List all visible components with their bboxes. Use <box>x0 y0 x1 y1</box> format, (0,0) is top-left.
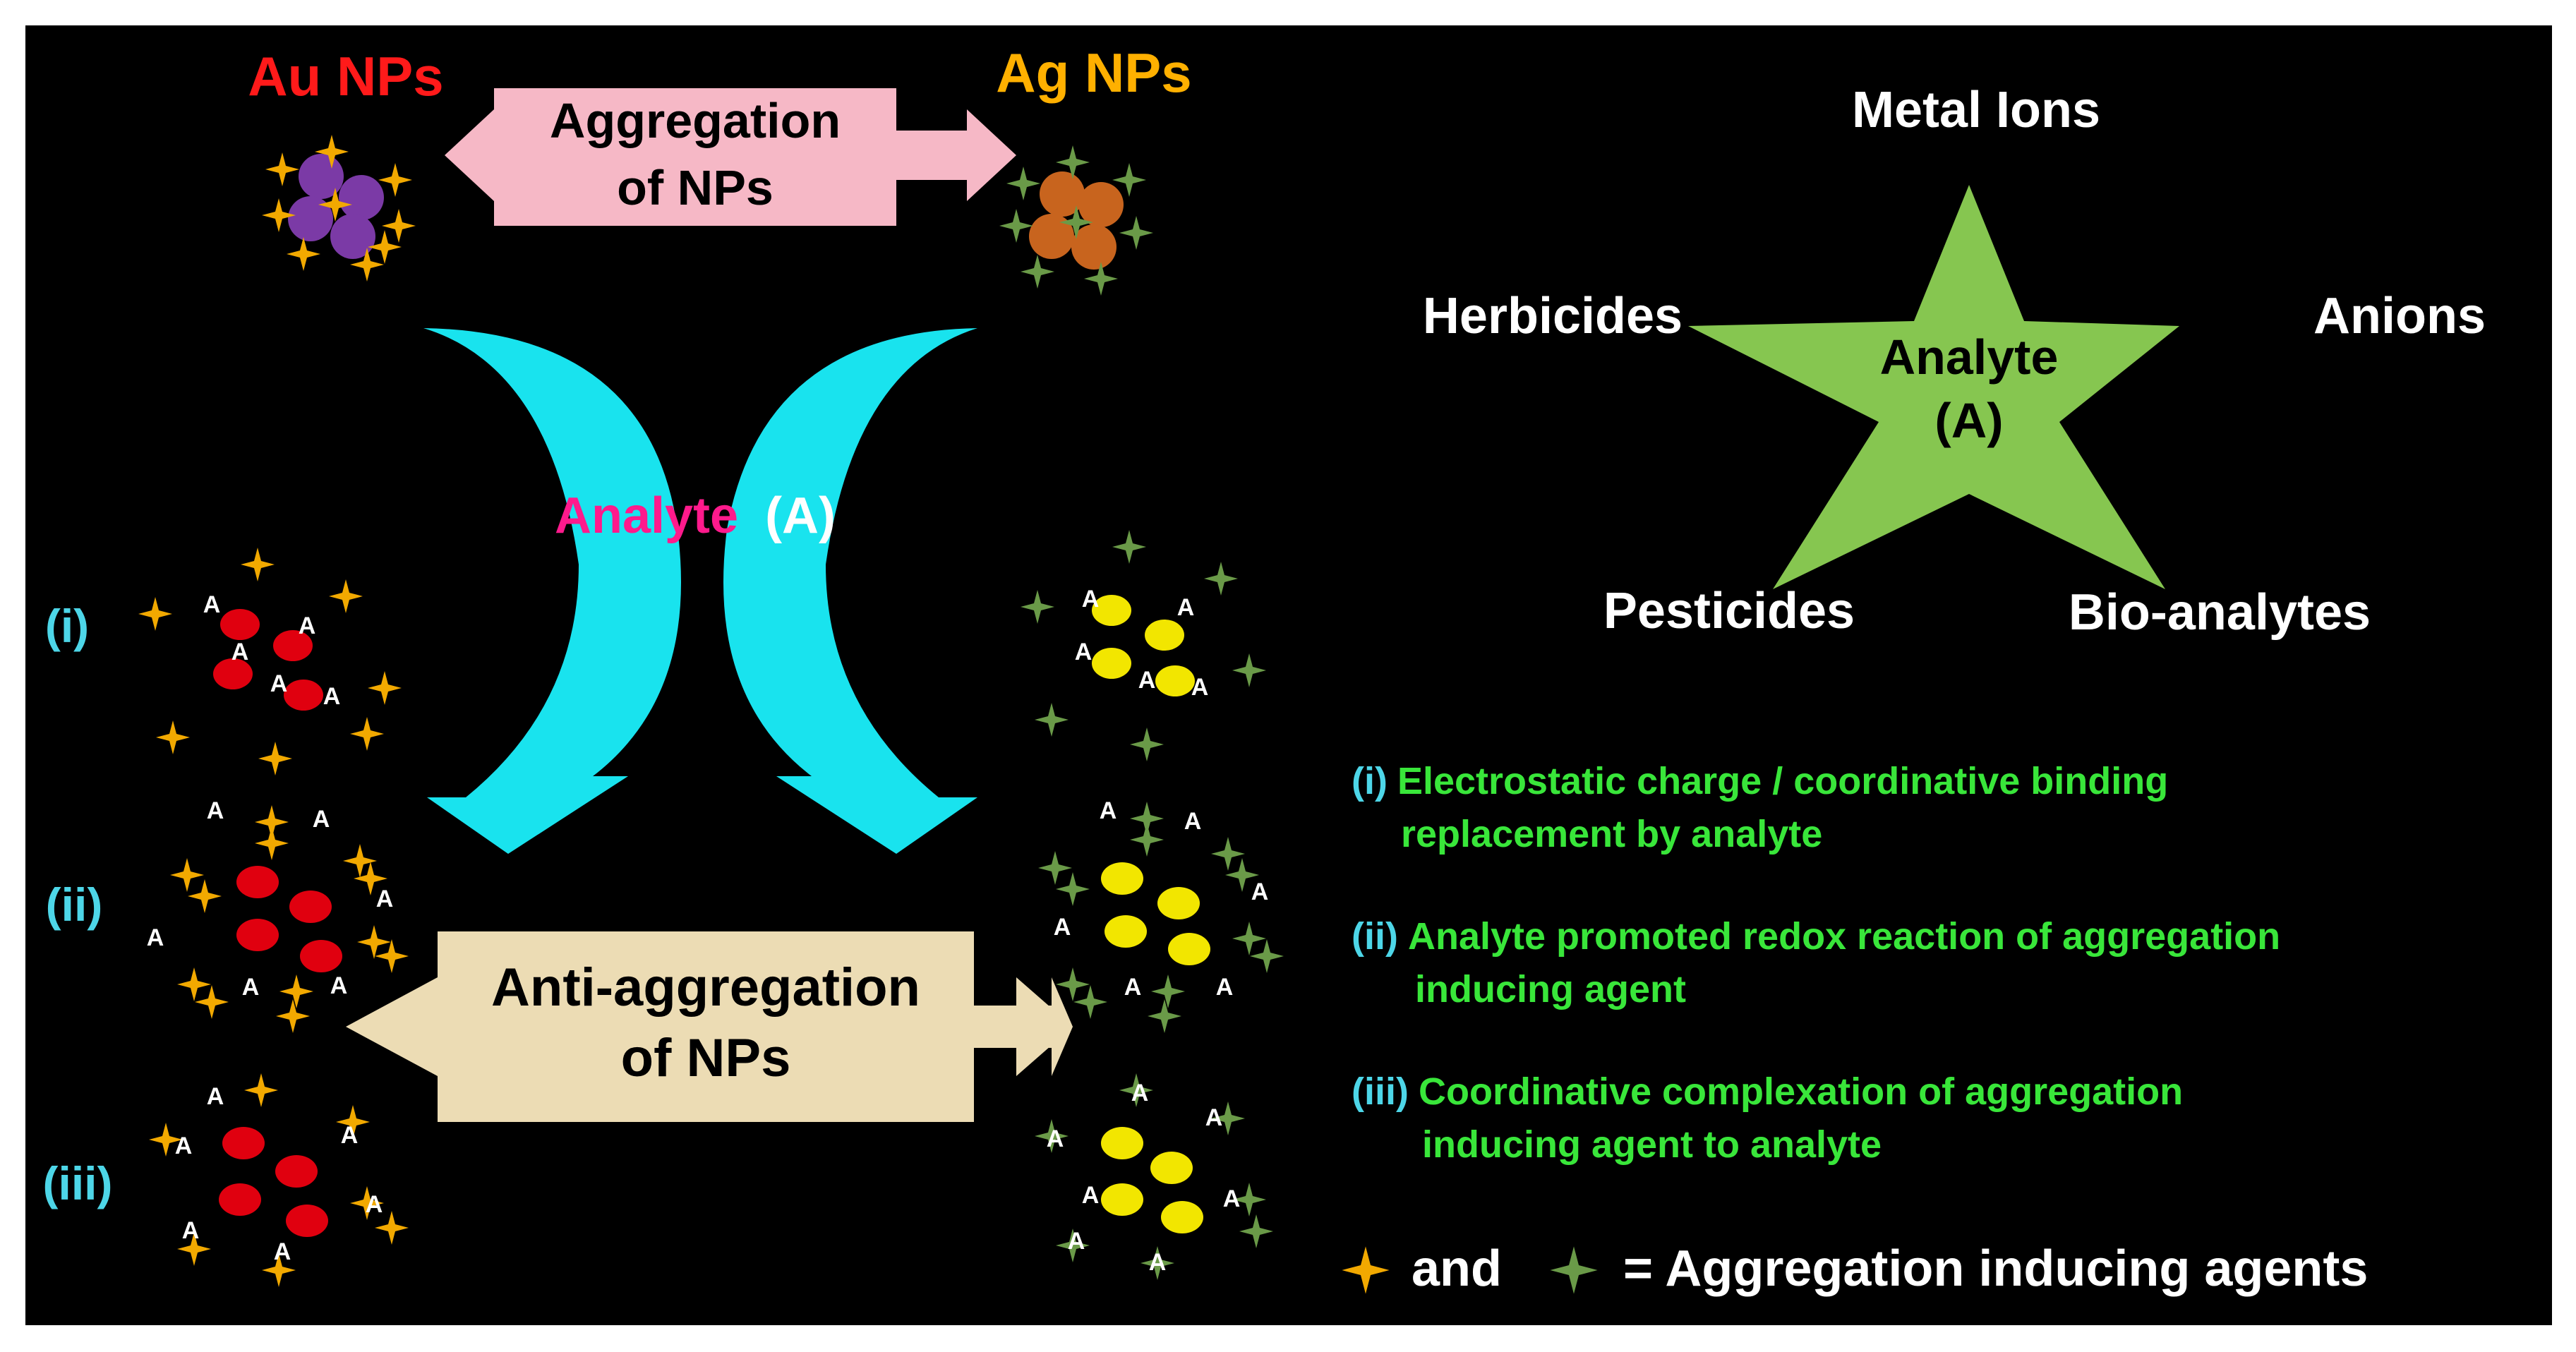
left-cluster-ii <box>170 805 409 1033</box>
ag-nps-cluster <box>999 145 1153 296</box>
analyte-a-mark: A <box>1138 667 1156 694</box>
aggregation-double-arrow: Aggregation of NPs <box>445 88 1016 226</box>
mechanism-i-line2: replacement by analyte <box>1401 813 1822 855</box>
anti-aggregation-box <box>438 931 974 1122</box>
analyte-a-mark: A <box>1184 808 1202 835</box>
star-center-line1: Analyte <box>1880 330 2059 385</box>
analyte-a-mark: A <box>341 1122 359 1149</box>
mechanism-i-roman: (i) <box>1352 760 1388 802</box>
star-center-line2: (A) <box>1934 393 2003 448</box>
mechanism-iii-line1: Coordinative complexation of aggregation <box>1419 1070 2183 1113</box>
left-curved-arrow <box>423 265 681 854</box>
analyte-a-mark: A <box>270 670 288 697</box>
mechanism-ii-line2: inducing agent <box>1415 968 1686 1010</box>
mechanism-ii: (ii)Analyte promoted redox reaction of a… <box>1352 915 2280 1010</box>
analyte-a-mark: A <box>231 639 249 665</box>
anti-aggregation-label-line1: Anti-aggregation <box>491 958 920 1018</box>
analyte-a-mark: A <box>1191 674 1209 701</box>
svg-text:(ii)Analyte promoted redox rea: (ii)Analyte promoted redox reaction of a… <box>1352 915 2280 958</box>
analyte-a-mark: A <box>1054 914 1071 941</box>
analyte-a-mark: A <box>147 924 164 951</box>
analyte-a-mark: A <box>274 1238 291 1265</box>
mechanism-ii-line1: Analyte promoted redox reaction of aggre… <box>1408 915 2280 958</box>
au-nps-label: Au NPs <box>248 45 443 107</box>
left-cluster-iii <box>149 1073 409 1287</box>
right-curved-arrow <box>723 265 977 854</box>
analyte-a-mark: A <box>1100 797 1117 824</box>
analyte-a-mark: A <box>1177 594 1195 621</box>
analyte-a-mark: A <box>1082 586 1100 612</box>
analyte-a-mark: A <box>1047 1125 1064 1152</box>
svg-text:(i)Electrostatic charge / coor: (i)Electrostatic charge / coordinative b… <box>1352 760 2168 802</box>
row-ii-label: (ii) <box>46 879 103 931</box>
right-cluster-iii <box>1035 1073 1273 1280</box>
star-label-anions: Anions <box>2313 288 2486 344</box>
aggregation-label-line1: Aggregation <box>550 93 841 148</box>
anti-aggregation-double-arrow: Anti-aggregation of NPs <box>346 931 1073 1122</box>
analyte-a-mark: A <box>1223 1185 1241 1212</box>
legend-text: = Aggregation inducing agents <box>1623 1241 2368 1297</box>
analyte-a-mark: A <box>299 612 316 639</box>
analyte-a-mark: A <box>242 974 260 1001</box>
analyte-word: Analyte <box>555 488 738 544</box>
analyte-a-mark: A <box>1205 1104 1223 1131</box>
svg-text:(iii)Coordinative complexation: (iii)Coordinative complexation of aggreg… <box>1352 1070 2183 1113</box>
analyte-a-mark: A <box>1251 879 1269 905</box>
star-label-herbicides: Herbicides <box>1423 288 1683 344</box>
left-cluster-i <box>138 548 402 775</box>
analyte-a-mark: A <box>1075 639 1093 665</box>
analyte-a-mark: A <box>1149 1249 1167 1276</box>
analyte-a-mark: A <box>1068 1228 1085 1255</box>
star-label-bio-analytes: Bio-analytes <box>2069 584 2371 641</box>
analyte-a-mark: A <box>366 1191 383 1218</box>
anti-aggregation-label-line2: of NPs <box>621 1028 791 1088</box>
analyte-a-mark: A <box>207 797 224 824</box>
mechanism-i: (i)Electrostatic charge / coordinative b… <box>1352 760 2168 855</box>
legend: and = Aggregation inducing agents <box>1342 1241 2368 1297</box>
analyte-a-mark: A <box>207 1083 224 1110</box>
analyte-a-mark: A <box>330 972 348 999</box>
analyte-a-mark: A <box>182 1217 200 1244</box>
analyte-a-mark: A <box>175 1133 193 1159</box>
aggregation-label-line2: of NPs <box>617 160 774 215</box>
analyte-star: Analyte (A) <box>1688 185 2179 589</box>
right-cluster-i <box>1021 530 1266 761</box>
analyte-symbol: (A) <box>765 488 836 544</box>
analyte-a-mark: A <box>1131 1080 1149 1106</box>
mechanism-iii: (iii)Coordinative complexation of aggreg… <box>1352 1070 2183 1166</box>
mechanism-iii-roman: (iii) <box>1352 1070 1409 1113</box>
analyte-a-mark: A <box>1124 974 1142 1001</box>
analyte-center-label: Analyte (A) <box>555 488 836 544</box>
mechanism-ii-roman: (ii) <box>1352 915 1398 958</box>
mechanism-i-line1: Electrostatic charge / coordinative bind… <box>1397 760 2168 802</box>
analyte-a-mark: A <box>1082 1182 1100 1209</box>
star-label-pesticides: Pesticides <box>1603 583 1855 639</box>
au-nps-cluster <box>262 135 416 282</box>
star-label-metal-ions: Metal Ions <box>1852 82 2100 138</box>
row-iii-label: (iii) <box>43 1157 113 1209</box>
analyte-a-mark: A <box>1216 974 1234 1001</box>
analyte-a-mark: A <box>313 806 330 833</box>
analyte-a-mark: A <box>203 591 221 618</box>
analyte-a-mark: A <box>376 886 394 912</box>
black-panel <box>25 25 2552 1325</box>
right-cluster-ii <box>1038 802 1284 1033</box>
mechanism-iii-line2: inducing agent to analyte <box>1422 1123 1882 1166</box>
analyte-a-mark: A <box>323 683 341 710</box>
row-i-label: (i) <box>45 600 89 652</box>
ag-nps-label: Ag NPs <box>996 42 1191 104</box>
legend-and: and <box>1412 1241 1502 1297</box>
aggregation-box <box>494 88 896 226</box>
